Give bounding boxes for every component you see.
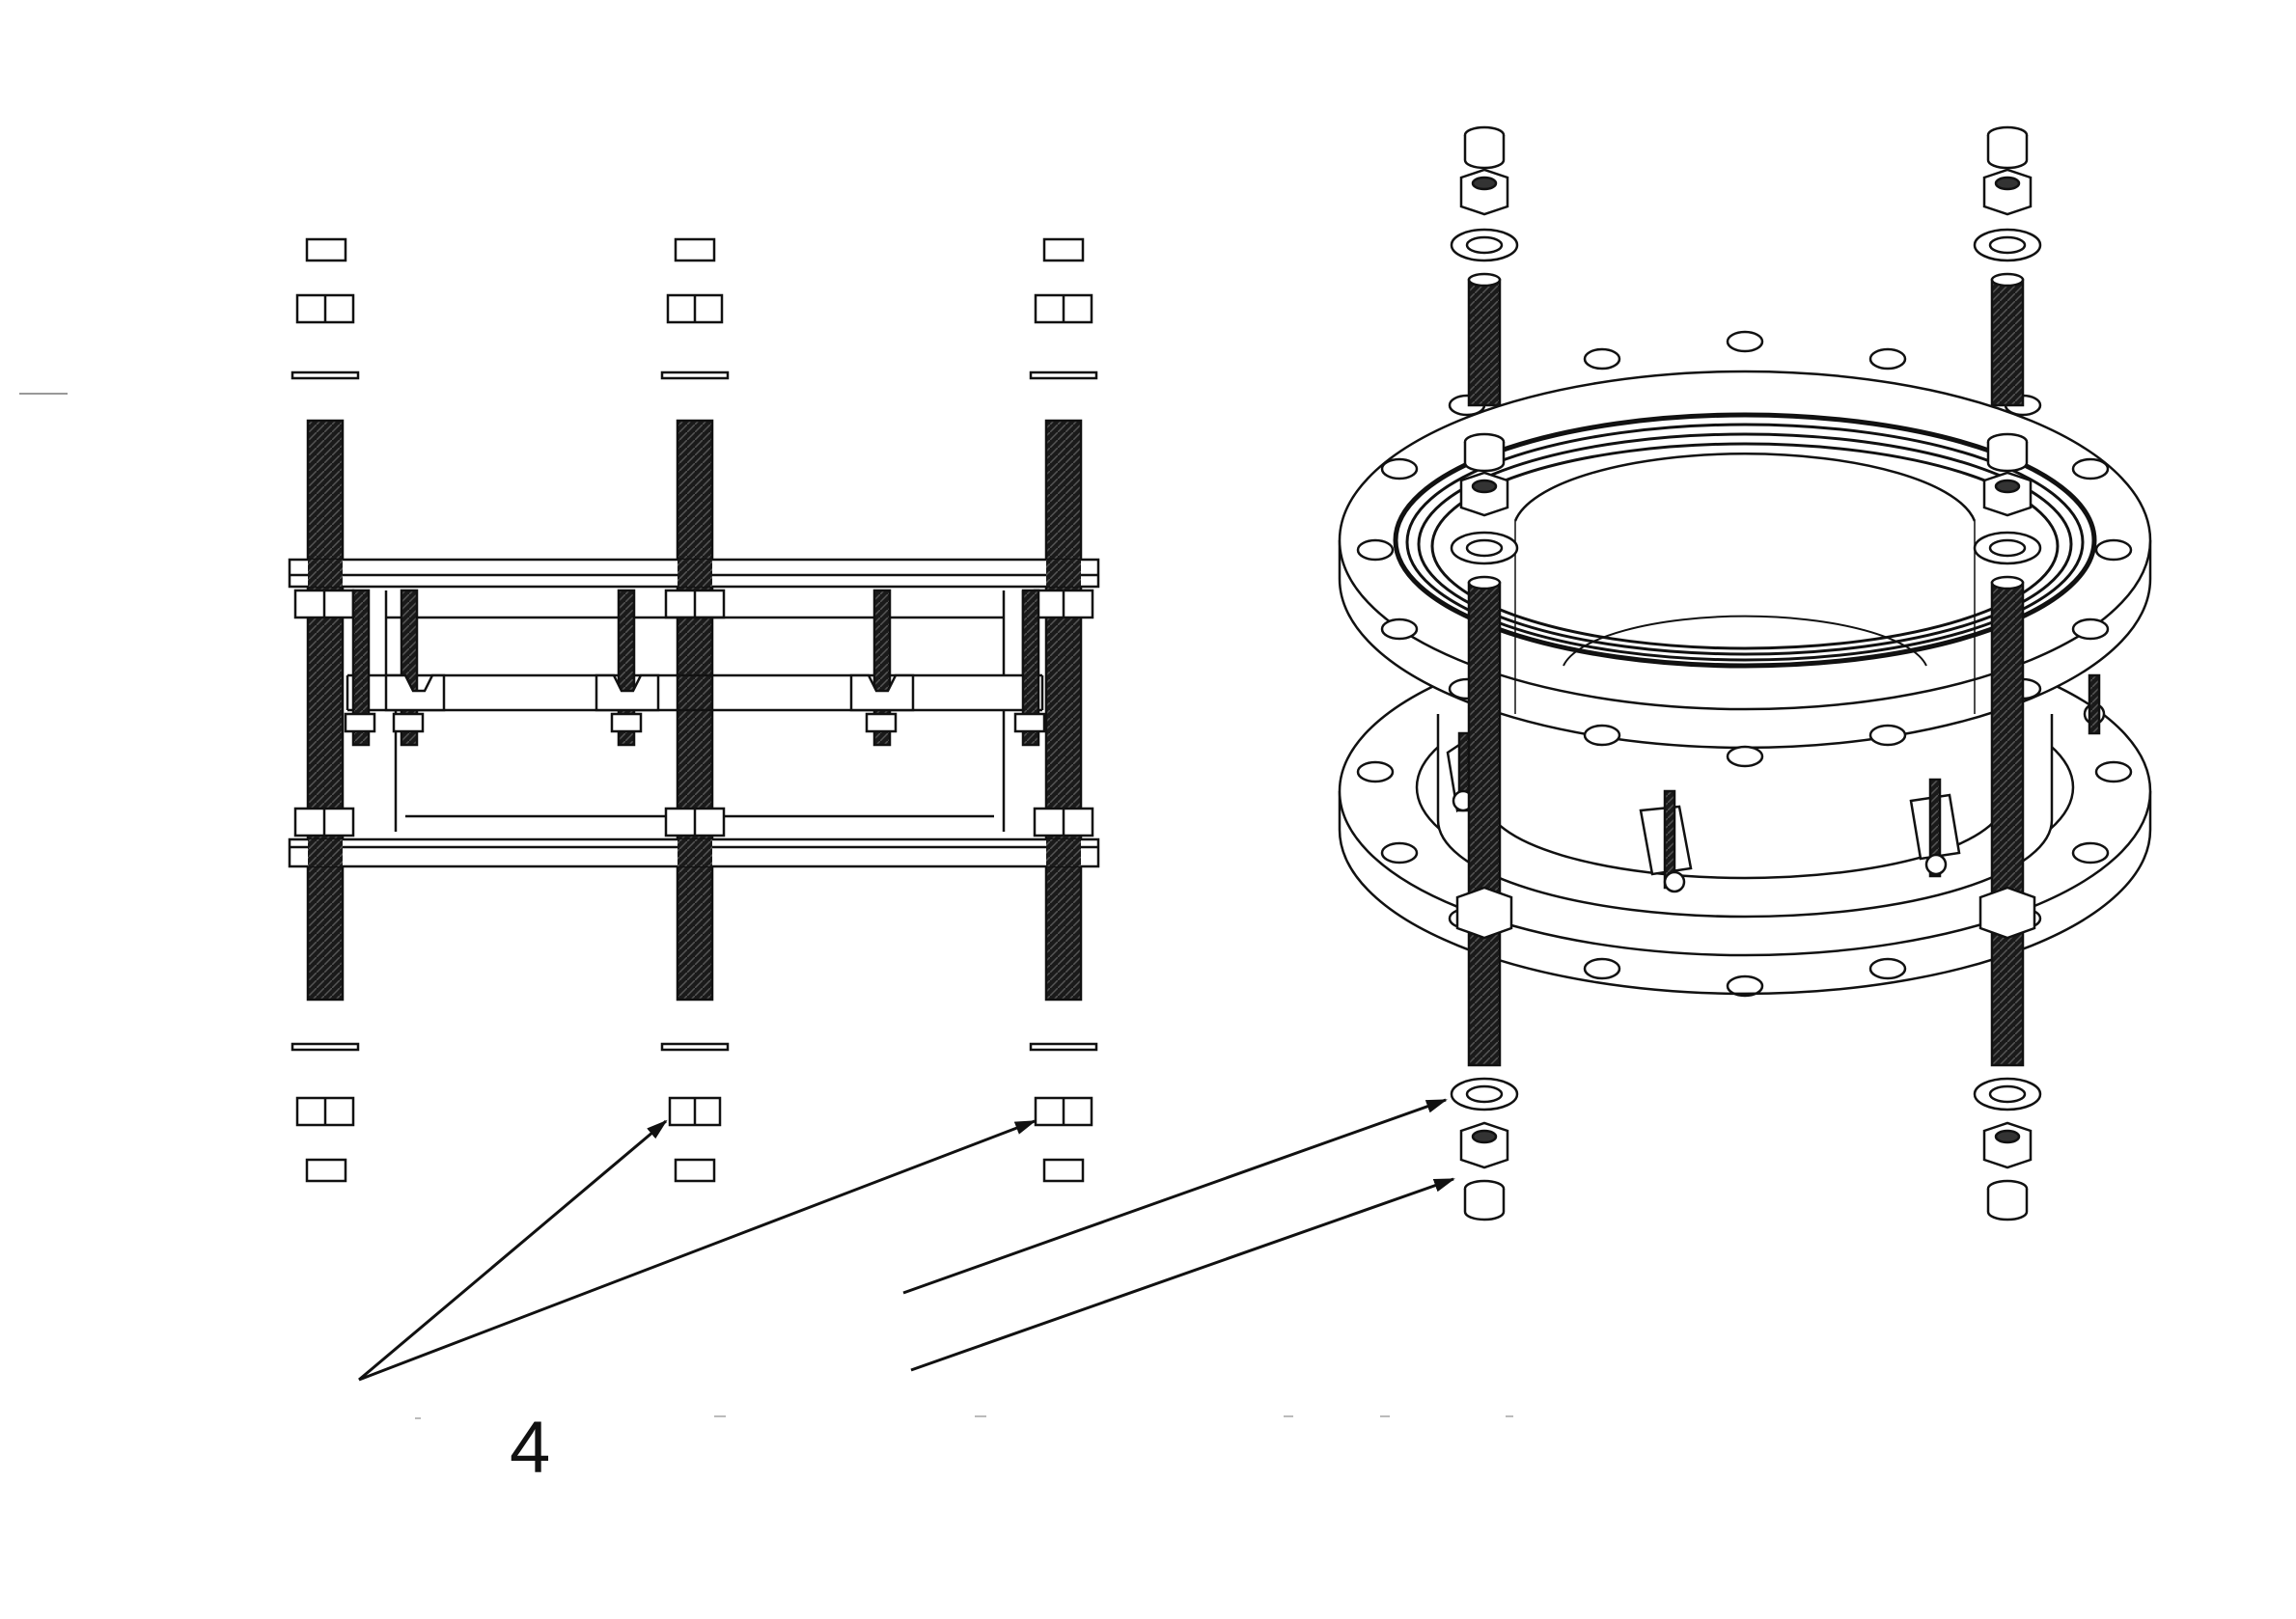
threaded-rod-left-over2	[308, 839, 343, 866]
cap-nut	[1042, 237, 1085, 262]
hex-nut	[1978, 886, 2036, 940]
washer	[660, 1042, 730, 1052]
bolt-hole	[2071, 841, 2110, 864]
faint-artifact-marks	[415, 1415, 1513, 1419]
threaded-rod-mid-over2	[678, 839, 712, 866]
bolt-hole	[1380, 841, 1419, 864]
cap-nut	[305, 237, 347, 262]
bolt-hole	[2071, 457, 2110, 480]
cap-nut	[674, 237, 716, 262]
gasket-ring-inner	[1430, 442, 2060, 650]
threaded-rod-left-over	[308, 560, 343, 587]
bolt-hole	[1868, 724, 1907, 747]
threaded-rod-right-over2	[1046, 839, 1081, 866]
gasket-ring-3	[1417, 432, 2073, 656]
callout-arrow-to-front-right-nut	[358, 1119, 1037, 1382]
threaded-rod	[1467, 278, 1502, 407]
washer	[290, 370, 360, 380]
bottom-fastener-stack-mid	[660, 1042, 730, 1183]
front-tie-rods	[1450, 432, 2042, 1221]
bolt-hole	[1583, 347, 1621, 370]
threaded-rod-mid-over	[678, 560, 712, 587]
washer	[1450, 1077, 1519, 1111]
upper-flange-ring	[1338, 330, 2152, 768]
isometric-assembly-view	[1338, 125, 2152, 1221]
bolt-hole	[1726, 974, 1764, 998]
hex-nut	[1455, 886, 1513, 940]
washer	[290, 1042, 360, 1052]
washer	[1029, 1042, 1098, 1052]
callout-arrow-to-front-mid-nut	[358, 1119, 668, 1382]
bolt-hole	[1868, 957, 1907, 980]
washer	[1973, 228, 2042, 262]
washer	[1450, 228, 1519, 262]
hex-nut	[1459, 471, 1509, 517]
bolt-hole	[1583, 724, 1621, 747]
rear-tie-rods	[1450, 125, 2042, 407]
bolt-hole	[1356, 760, 1395, 783]
bolt-hole	[1380, 457, 1419, 480]
callout-arrow-to-iso-washer	[902, 1098, 1448, 1295]
bottom-fastener-stack-right	[1029, 1042, 1098, 1183]
gasket-ring-2	[1405, 423, 2085, 662]
bolt-hole	[2071, 617, 2110, 641]
bolt-hole	[1380, 617, 1419, 641]
bolt-hole	[2094, 538, 2133, 562]
bolt-hole	[1726, 745, 1764, 768]
cap-nut	[674, 1158, 716, 1183]
bolt-hole	[1726, 330, 1764, 353]
bolt-hole	[1356, 538, 1395, 562]
threaded-rod-right-over	[1046, 560, 1081, 587]
bolt-hole	[1868, 347, 1907, 370]
bottom-fastener-stack-left	[290, 1042, 360, 1183]
hex-nut	[1982, 471, 2033, 517]
washer	[1973, 1077, 2042, 1111]
top-fastener-stack-mid	[660, 237, 730, 380]
washer	[1450, 531, 1519, 565]
inner-clamp-studs	[344, 589, 1046, 747]
callout-number-label: 4	[510, 1407, 550, 1489]
top-fastener-stack-right	[1029, 237, 1098, 380]
bolt-hole	[1583, 957, 1621, 980]
threaded-rod	[1990, 278, 2025, 407]
cap-nut	[1042, 1158, 1085, 1183]
threaded-rod	[1990, 581, 2025, 1067]
threaded-rod-left	[306, 419, 345, 1002]
front-elevation-view	[288, 237, 1100, 1183]
cap-nut	[305, 1158, 347, 1183]
washer	[660, 370, 730, 380]
callout-arrow-to-iso-cap	[910, 1177, 1455, 1372]
threaded-rod-right	[1044, 419, 1083, 1002]
callout-arrows	[358, 1098, 1455, 1382]
washer	[1029, 370, 1098, 380]
bolt-hole	[2094, 760, 2133, 783]
top-fastener-stack-left	[290, 237, 360, 380]
washer	[1973, 531, 2042, 565]
threaded-rod	[1467, 581, 1502, 1067]
